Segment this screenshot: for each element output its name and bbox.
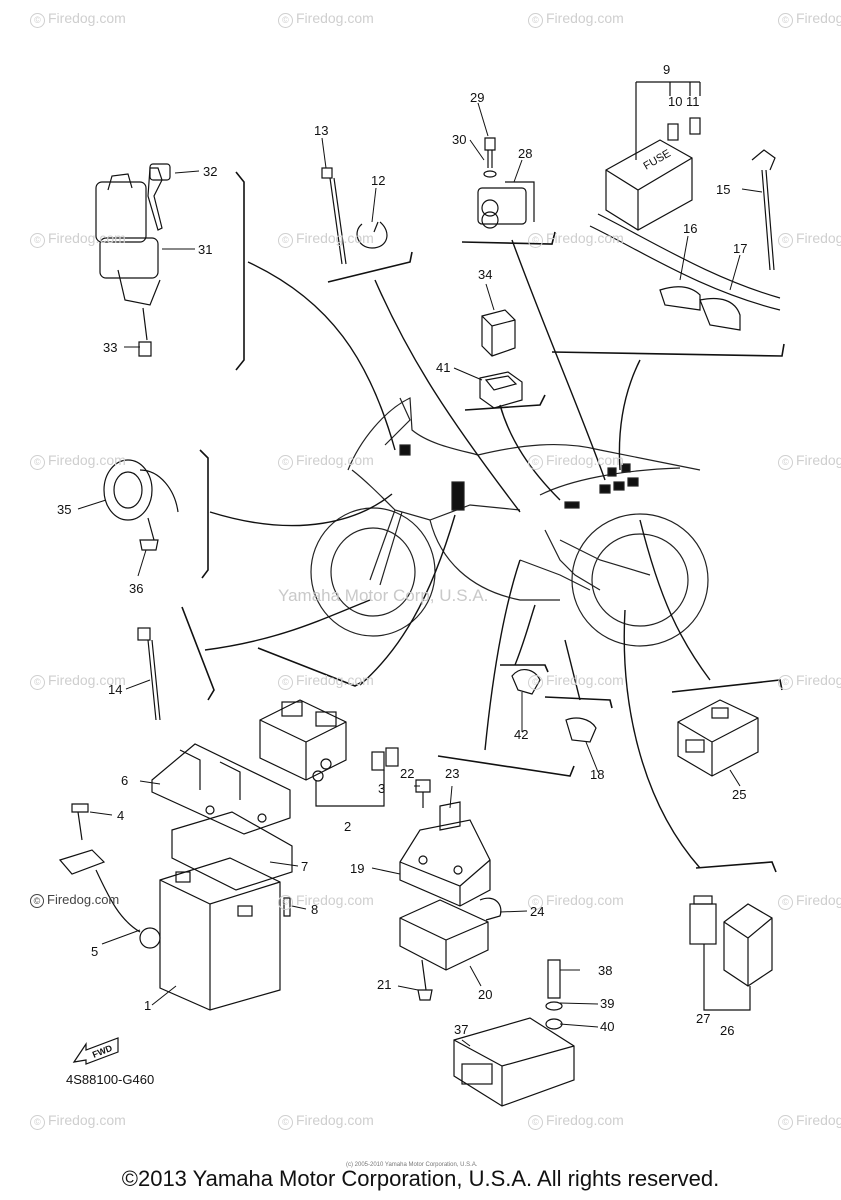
callout-31: 31 (198, 242, 213, 257)
callout-15: 15 (716, 182, 731, 197)
watermark: ©Firedog.com (528, 1112, 624, 1130)
callout-17: 17 (733, 241, 748, 256)
callout-14: 14 (108, 682, 123, 697)
callout-2: 2 (344, 819, 352, 834)
callout-30: 30 (452, 132, 467, 147)
callout-26: 26 (720, 1023, 735, 1038)
watermark: ©Firedog.com (278, 230, 374, 248)
center-watermark: Yamaha Motor Corp, U.S.A. (278, 586, 489, 605)
watermark: ©Firedog.com (30, 452, 126, 470)
watermark: ©Firedog.com (30, 1112, 126, 1130)
plastic-band-part (137, 627, 161, 721)
callout-13: 13 (314, 123, 329, 138)
callout-35: 35 (57, 502, 72, 517)
callout-7: 7 (301, 859, 309, 874)
watermark: ©Firedog.com (528, 892, 624, 910)
connector-part (689, 895, 773, 1011)
watermark: ©Firedog.com (30, 672, 126, 690)
callout-9: 9 (663, 62, 671, 77)
callout-12: 12 (371, 173, 386, 188)
callout-40: 40 (600, 1019, 615, 1034)
flasher-relay-part (479, 309, 523, 409)
callout-1: 1 (144, 998, 152, 1013)
callout-16: 16 (683, 221, 698, 236)
ecu-part (453, 959, 575, 1107)
bracket-and-regulator-part (399, 779, 502, 1001)
watermark: ©Firedog.com (528, 10, 624, 28)
callout-6: 6 (121, 773, 129, 788)
relay-unit-part (677, 699, 759, 777)
watermark: ©Firedog.com (278, 892, 374, 910)
callout-23: 23 (445, 766, 460, 781)
watermark: ©Firedog.com (528, 672, 624, 690)
callout-4: 4 (117, 808, 125, 823)
callout-5: 5 (91, 944, 99, 959)
callout-22: 22 (400, 766, 415, 781)
watermark: ©Firedog.com (278, 1112, 374, 1130)
watermark: ©Firedog.com (778, 452, 841, 470)
footer-copyright: ©2013 Yamaha Motor Corporation, U.S.A. A… (121, 1166, 720, 1191)
watermark: ©Firedog.com (278, 10, 374, 28)
forward-arrow-icon: FWD (72, 1037, 119, 1065)
battery-part (58, 803, 293, 1011)
callout-19: 19 (350, 861, 365, 876)
callout-leaders (77, 102, 763, 1047)
callout-10: 10 (668, 94, 683, 109)
callout-38: 38 (598, 963, 613, 978)
watermark: ©Firedog.com (528, 452, 624, 470)
callout-8: 8 (311, 902, 319, 917)
watermark: ©Firedog.com (30, 230, 126, 248)
leader-curves (204, 239, 711, 869)
starter-relay-part (151, 699, 399, 835)
callout-18: 18 (590, 767, 605, 782)
watermark: ©Firedog.com (30, 892, 119, 908)
watermark: ©Firedog.com (30, 10, 126, 28)
section-brackets (181, 171, 785, 873)
callout-36: 36 (129, 581, 144, 596)
motorcycle-silhouette (310, 397, 709, 647)
callout-41: 41 (436, 360, 451, 375)
watermark: ©Firedog.com (778, 672, 841, 690)
watermark: ©Firedog.com (778, 1112, 841, 1130)
ignition-switch-part (95, 163, 171, 357)
callout-37: 37 (454, 1022, 469, 1037)
callout-32: 32 (203, 164, 218, 179)
callout-39: 39 (600, 996, 615, 1011)
callout-27: 27 (696, 1011, 711, 1026)
watermark: ©Firedog.com (528, 230, 624, 248)
watermark: ©Firedog.com (278, 672, 374, 690)
watermark: ©Firedog.com (778, 10, 841, 28)
callout-42: 42 (514, 727, 529, 742)
callout-29: 29 (470, 90, 485, 105)
horn-part (103, 459, 179, 551)
callout-11: 11 (686, 94, 700, 109)
callout-3: 3 (378, 781, 386, 796)
relay-part (477, 137, 535, 229)
svg-text:FUSE: FUSE (642, 148, 673, 173)
clamp-parts (511, 669, 597, 743)
callout-25: 25 (732, 787, 747, 802)
callout-28: 28 (518, 146, 533, 161)
diagram-part-code: 4S88100-G460 (66, 1072, 155, 1087)
watermark: ©Firedog.com (778, 892, 841, 910)
callout-24: 24 (530, 904, 545, 919)
callout-33: 33 (103, 340, 118, 355)
band-and-clamp-parts (321, 167, 388, 265)
watermark: ©Firedog.com (278, 452, 374, 470)
footer-small-copyright: (c) 2005-2010 Yamaha Motor Corporation, … (346, 1162, 478, 1168)
callout-20: 20 (478, 987, 493, 1002)
callout-34: 34 (478, 267, 493, 282)
fuse-box-part: FUSE (589, 81, 781, 331)
watermark: ©Firedog.com (778, 230, 841, 248)
callout-21: 21 (377, 977, 392, 992)
